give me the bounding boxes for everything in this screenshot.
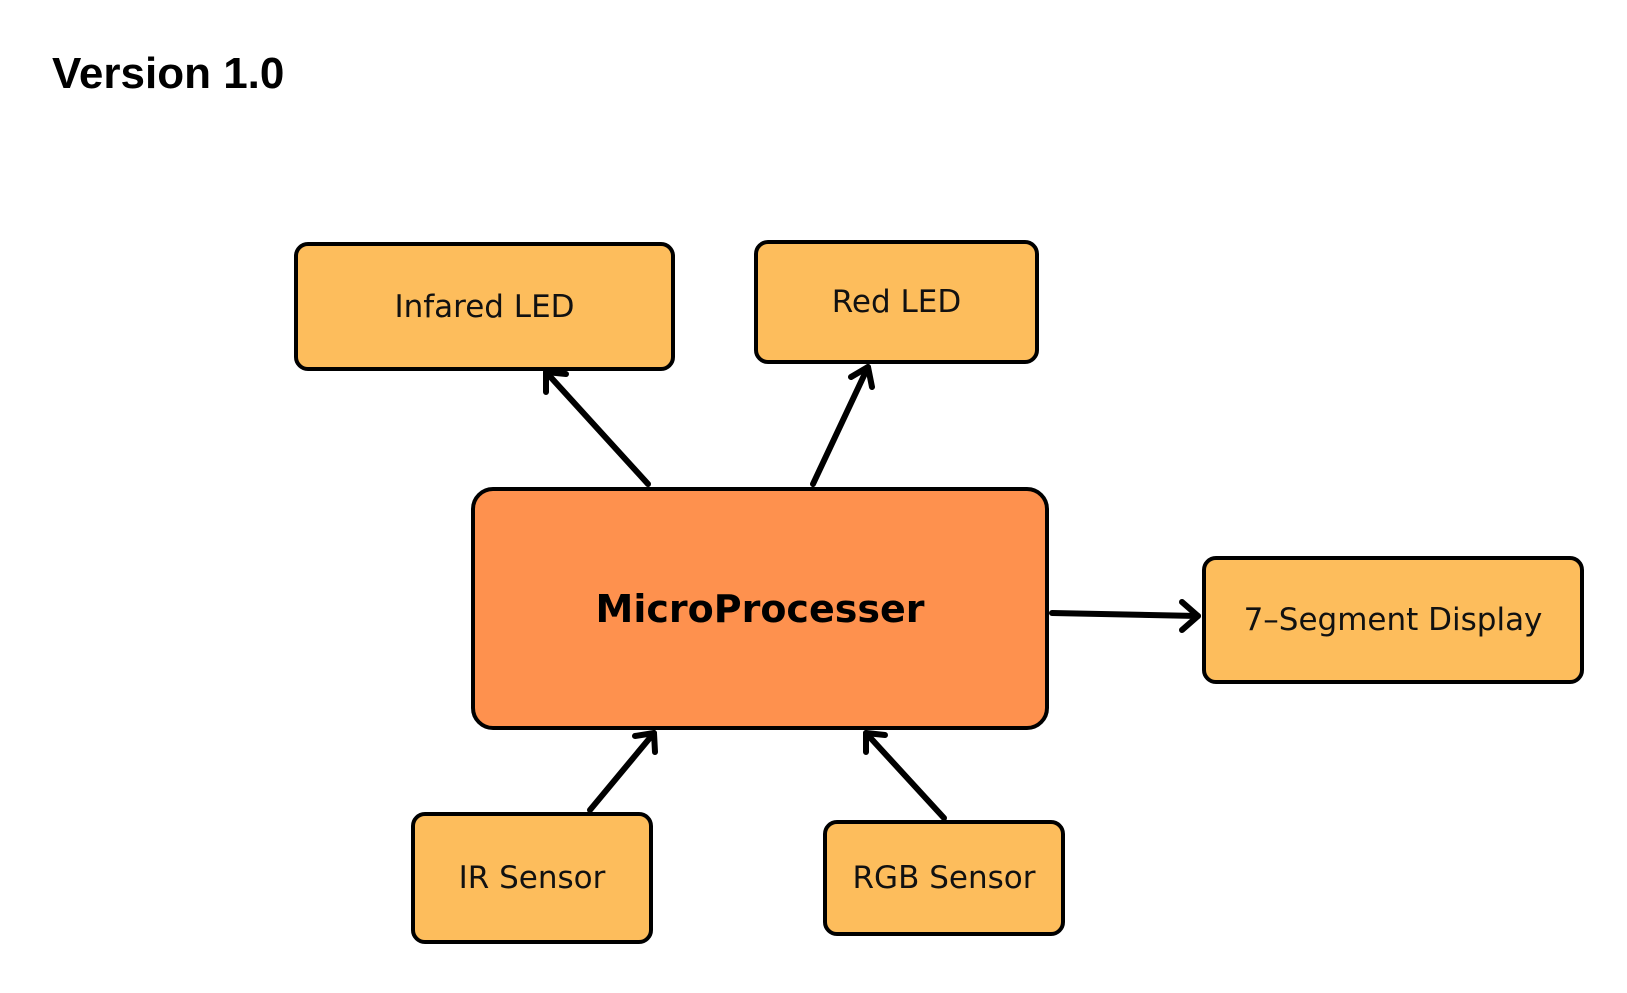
node-microprocessor: MicroProcesser bbox=[471, 487, 1049, 730]
node-rgb-sensor: RGB Sensor bbox=[823, 820, 1065, 936]
node-red-led: Red LED bbox=[754, 240, 1039, 364]
node-infrared-led-label: Infared LED bbox=[394, 288, 575, 325]
node-infrared-led: Infared LED bbox=[294, 242, 675, 371]
node-microprocessor-label: MicroProcesser bbox=[595, 586, 925, 631]
node-red-led-label: Red LED bbox=[831, 284, 962, 320]
arrow-ir-sensor-to-micro bbox=[587, 730, 658, 813]
arrow-micro-to-seven-segment bbox=[1049, 599, 1201, 633]
arrow-rgb-sensor-to-micro bbox=[863, 730, 947, 821]
node-ir-sensor-label: IR Sensor bbox=[458, 860, 606, 896]
arrow-micro-to-red-led bbox=[810, 364, 875, 487]
node-seven-segment-display: 7–Segment Display bbox=[1202, 556, 1584, 684]
node-ir-sensor: IR Sensor bbox=[411, 812, 653, 944]
arrow-micro-to-infrared-led bbox=[543, 369, 651, 487]
node-seven-segment-display-label: 7–Segment Display bbox=[1243, 602, 1543, 638]
node-rgb-sensor-label: RGB Sensor bbox=[852, 860, 1036, 896]
diagram-title: Version 1.0 bbox=[52, 49, 285, 98]
